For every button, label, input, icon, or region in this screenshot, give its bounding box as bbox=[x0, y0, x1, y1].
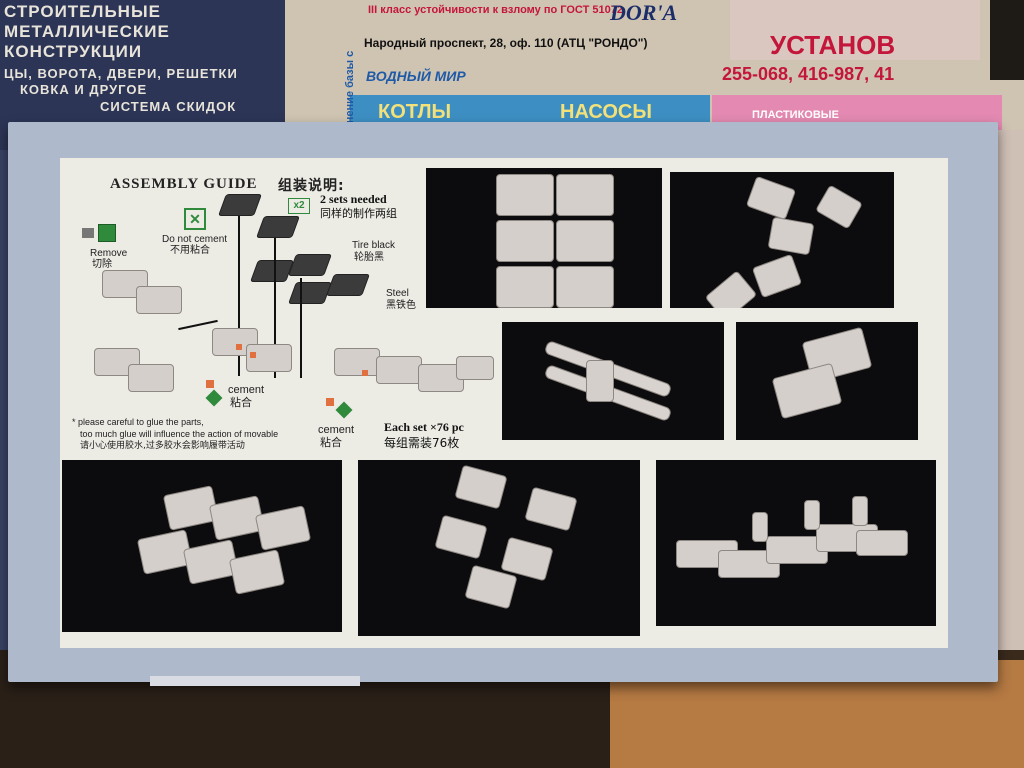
rubber-pad bbox=[218, 194, 262, 216]
rubber-pad bbox=[256, 216, 300, 238]
dark-corner bbox=[990, 0, 1024, 80]
photo-track-side bbox=[656, 460, 936, 626]
track-link bbox=[229, 549, 285, 595]
assembly-arrow bbox=[300, 278, 302, 378]
note-line-1: * please careful to glue the parts, bbox=[72, 416, 204, 428]
news-gost: III класс устойчивости к взлому по ГОСТ … bbox=[368, 4, 623, 16]
track-link bbox=[856, 530, 908, 556]
photo-track-bottom bbox=[358, 460, 640, 636]
news-line: КОНСТРУКЦИИ bbox=[4, 42, 142, 62]
track-link bbox=[746, 176, 796, 220]
cement-dot bbox=[362, 370, 368, 376]
each-set-cn: 每组需装76枚 bbox=[384, 436, 459, 450]
rubber-pad bbox=[288, 254, 332, 276]
assembly-guide-panel: ASSEMBLY GUIDE 组装说明: x2 2 sets needed 同样… bbox=[60, 158, 948, 648]
track-link bbox=[456, 356, 494, 380]
track-link bbox=[376, 356, 422, 384]
news-kotly: КОТЛЫ bbox=[378, 101, 451, 124]
tire-black-label-cn: 轮胎黑 bbox=[354, 252, 384, 264]
track-link bbox=[136, 286, 182, 314]
no-cement-icon: ✕ bbox=[184, 208, 206, 230]
sets-needed-en: 2 sets needed bbox=[320, 192, 387, 206]
note-line-2: too much glue will influence the action … bbox=[80, 428, 278, 440]
tire-black-label: Tire black bbox=[352, 240, 395, 252]
remove-icon bbox=[82, 228, 94, 238]
news-vertical: инение базы с bbox=[344, 40, 358, 130]
track-link bbox=[496, 174, 554, 216]
cement-label-2-cn: 粘合 bbox=[320, 437, 342, 449]
news-plastikovye: ПЛАСТИКОВЫЕ bbox=[752, 109, 839, 121]
track-guide-horn bbox=[804, 500, 820, 530]
cement-swatch bbox=[326, 398, 334, 406]
news-nasosy: НАСОСЫ bbox=[560, 101, 652, 124]
track-link bbox=[705, 270, 758, 308]
sets-needed-cn: 同样的制作两组 bbox=[320, 207, 397, 221]
news-dora: DOR'A bbox=[610, 0, 677, 26]
cement-dot bbox=[236, 344, 242, 350]
cement-label-cn: 粘合 bbox=[230, 397, 252, 409]
track-link bbox=[255, 505, 311, 551]
track-link bbox=[454, 465, 507, 510]
track-link bbox=[496, 266, 554, 308]
photo-track-top bbox=[62, 460, 342, 632]
news-ustanovka: УСТАНОВ bbox=[770, 30, 895, 61]
news-address: Народный проспект, 28, оф. 110 (АТЦ "РОН… bbox=[364, 36, 647, 50]
note-line-3: 请小心使用胶水,过多胶水会影响履带活动 bbox=[80, 440, 245, 452]
track-guide-horn bbox=[752, 512, 768, 542]
track-link bbox=[128, 364, 174, 392]
track-link bbox=[556, 174, 614, 216]
each-set-en: Each set ×76 pc bbox=[384, 420, 464, 434]
track-guide-horn bbox=[586, 360, 614, 402]
track-link bbox=[556, 220, 614, 262]
photo-track-closeup bbox=[426, 168, 662, 308]
cement-swatch bbox=[206, 380, 214, 388]
news-line: СТРОИТЕЛЬНЫЕ bbox=[4, 2, 161, 22]
steel-label-cn: 黑铁色 bbox=[386, 300, 416, 312]
rubber-pad bbox=[250, 260, 294, 282]
track-link bbox=[246, 344, 292, 372]
news-phones: 255-068, 416-987, 41 bbox=[722, 64, 894, 85]
track-link bbox=[524, 487, 577, 532]
track-link bbox=[752, 254, 802, 298]
steel-label: Steel bbox=[386, 288, 409, 300]
news-line: МЕТАЛЛИЧЕСКИЕ bbox=[4, 22, 170, 42]
cement-dot bbox=[250, 352, 256, 358]
track-link bbox=[815, 185, 863, 230]
track-link bbox=[334, 348, 380, 376]
track-link bbox=[772, 363, 843, 420]
rubber-pad bbox=[326, 274, 370, 296]
remove-cut-icon bbox=[98, 224, 116, 242]
photo-link-pair bbox=[736, 322, 918, 440]
guide-title: ASSEMBLY GUIDE bbox=[110, 176, 258, 193]
cement-label-2: cement bbox=[318, 424, 354, 436]
glue-brush-icon bbox=[206, 390, 223, 407]
do-not-cement-label-cn: 不用粘合 bbox=[170, 245, 210, 257]
track-link bbox=[496, 220, 554, 262]
news-red-ad: УСТАНОВ bbox=[730, 0, 980, 60]
cement-label: cement bbox=[228, 384, 264, 396]
box-barcode-strip bbox=[150, 676, 360, 686]
track-guide-horn bbox=[852, 496, 868, 526]
track-link bbox=[434, 515, 487, 560]
rubber-pad bbox=[288, 282, 332, 304]
photo-track-loop bbox=[670, 172, 894, 308]
glue-brush-icon bbox=[336, 402, 353, 419]
news-line: СИСТЕМА СКИДОК bbox=[100, 97, 236, 117]
news-vodny: ВОДНЫЙ МИР bbox=[366, 68, 466, 84]
x2-badge: x2 bbox=[288, 198, 310, 214]
track-link bbox=[768, 217, 815, 256]
track-link bbox=[556, 266, 614, 308]
photo-single-link bbox=[502, 322, 724, 440]
